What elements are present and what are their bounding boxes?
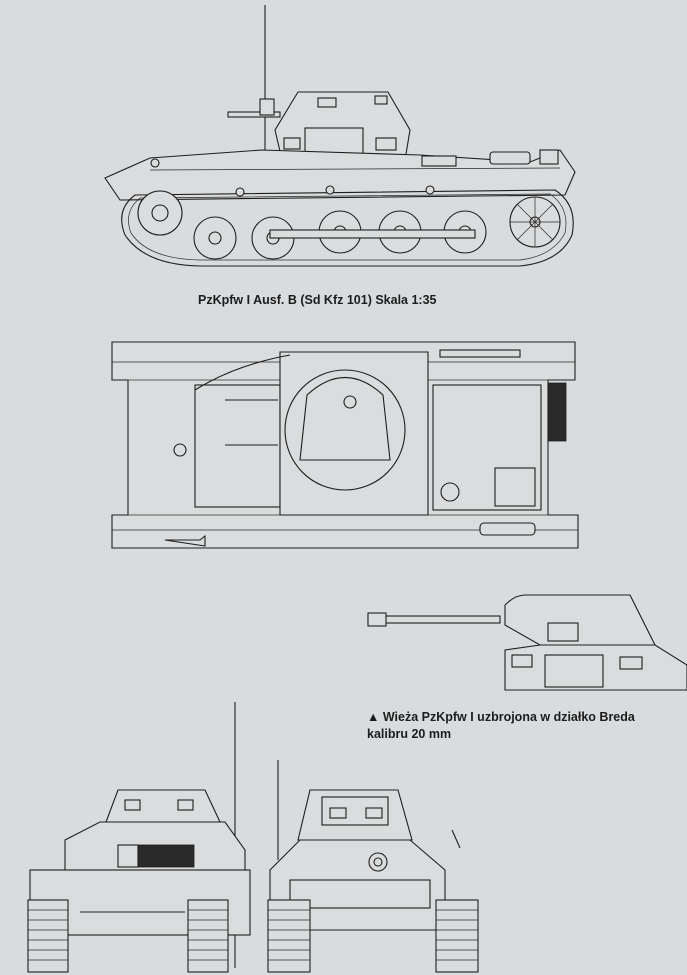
side-view: [104, 5, 576, 267]
rear-right-track: [187, 899, 229, 973]
rear-turret: [105, 789, 221, 823]
breda-turret: [504, 594, 656, 646]
breda-barrel: [367, 615, 501, 624]
side-track: [121, 189, 574, 267]
rear-left-track: [27, 899, 69, 973]
front-right-track: [435, 899, 479, 973]
turret-breda-view: [367, 594, 687, 691]
front-view: [267, 760, 479, 973]
rear-view: [27, 702, 251, 973]
drive-sprocket: [137, 190, 183, 236]
suspension-girder: [269, 229, 476, 239]
top-turret: [284, 369, 406, 491]
turret-breda-caption: ▲ Wieża PzKpfw I uzbrojona w działko Bre…: [367, 709, 677, 743]
side-machine-gun: [227, 98, 281, 118]
front-left-track: [267, 899, 311, 973]
idler-wheel: [509, 196, 561, 248]
turret-breda-caption-line1: ▲ Wieża PzKpfw I uzbrojona w działko Bre…: [367, 710, 635, 724]
rear-exhaust-grille: [137, 844, 195, 868]
turret-breda-caption-line2: kalibru 20 mm: [367, 727, 452, 741]
radiator-grille: [547, 382, 567, 442]
top-view: [111, 341, 579, 549]
side-view-caption: PzKpfw I Ausf. B (Sd Kfz 101) Skala 1:35: [198, 293, 437, 307]
